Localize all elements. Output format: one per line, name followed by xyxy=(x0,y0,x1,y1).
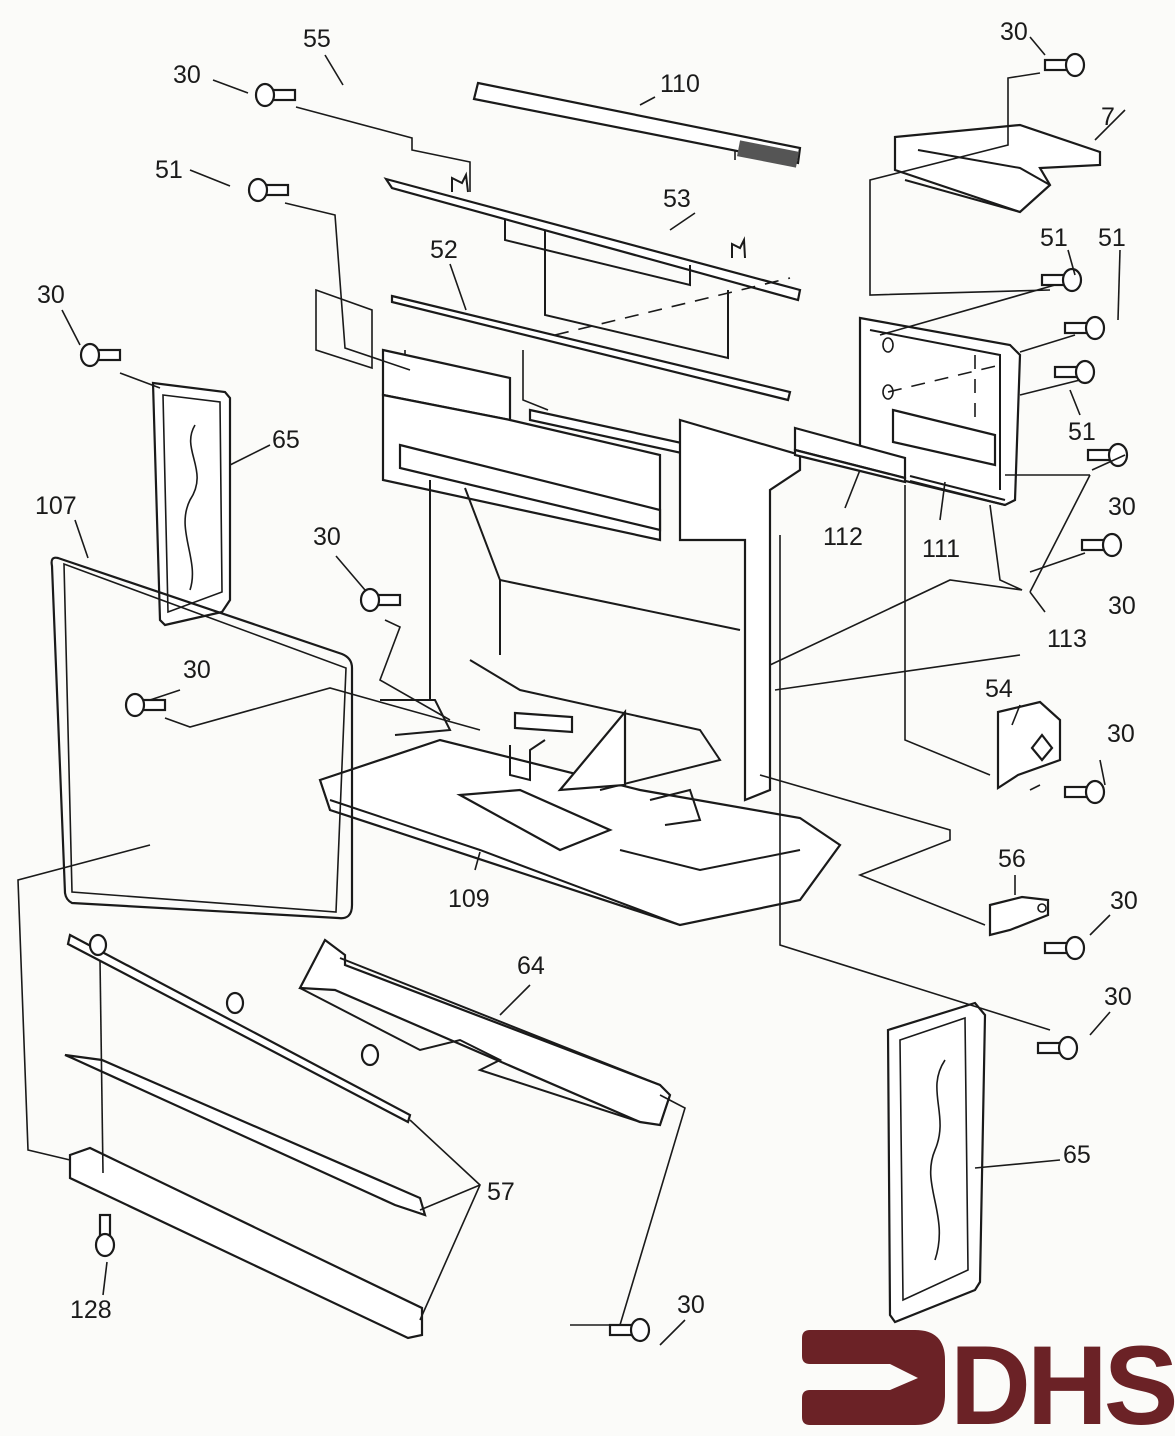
callout-label: 30 xyxy=(1108,592,1136,620)
callout-label: 51 xyxy=(155,156,183,184)
part-7-bracket xyxy=(893,123,1102,214)
callout-label: 30 xyxy=(1104,983,1132,1011)
part-107-gasket xyxy=(50,556,354,920)
part-65-left-frame xyxy=(151,381,232,627)
screw-icon xyxy=(1043,52,1086,78)
screw-icon xyxy=(1053,359,1096,385)
screw-icon xyxy=(1036,1035,1079,1061)
callout-label: 111 xyxy=(922,535,960,563)
part-111-strip xyxy=(909,475,1006,506)
callout-label: 30 xyxy=(1107,720,1135,748)
screw-icon xyxy=(247,177,290,203)
part-56-bracket xyxy=(988,895,1050,937)
callout-label: 51 xyxy=(1098,224,1126,252)
screw-icon xyxy=(1063,779,1106,805)
callout-label: 51 xyxy=(1040,224,1068,252)
callout-label: 55 xyxy=(303,25,331,53)
callout-label: 30 xyxy=(37,281,65,309)
part-112-bar xyxy=(793,426,907,484)
callout-label: 7 xyxy=(1101,103,1115,131)
leader-lines xyxy=(17,36,1126,1346)
part-57-rails xyxy=(64,933,427,1340)
callout-label: 30 xyxy=(1000,18,1028,46)
screw-icon xyxy=(254,82,297,108)
callout-label: 112 xyxy=(823,523,863,551)
callout-label: 51 xyxy=(1068,418,1096,446)
screw-icon xyxy=(359,587,402,613)
screw-icon xyxy=(1080,532,1123,558)
screw-icon xyxy=(94,1213,116,1258)
part-53-crossbar xyxy=(383,171,802,360)
screw-icon xyxy=(79,342,122,368)
logo-text: DHS xyxy=(950,1323,1175,1436)
callout-label: 30 xyxy=(313,523,341,551)
callout-label: 30 xyxy=(183,656,211,684)
callout-label: 109 xyxy=(448,885,490,913)
part-64-channel xyxy=(298,938,672,1127)
part-65-right-frame xyxy=(886,1001,987,1324)
callout-label: 30 xyxy=(677,1291,705,1319)
callout-label: 54 xyxy=(985,675,1013,703)
callout-label: 30 xyxy=(1108,493,1136,521)
dhs-logo: DHS xyxy=(802,1323,1175,1436)
callout-labels: 55 30 110 30 7 51 53 52 51 51 30 65 51 3… xyxy=(35,18,1138,1324)
screw-icon xyxy=(1063,315,1106,341)
arrow-right-icon xyxy=(802,1330,945,1425)
callout-label: 30 xyxy=(1110,887,1138,915)
callout-label: 110 xyxy=(660,70,700,98)
callout-label: 113 xyxy=(1047,625,1087,653)
callout-label: 52 xyxy=(430,236,458,264)
callout-label: 128 xyxy=(70,1296,112,1324)
callout-label: 57 xyxy=(487,1178,515,1206)
part-110-top-rail xyxy=(472,81,802,168)
part-54-bracket xyxy=(996,700,1062,791)
main-cabinet-frame xyxy=(318,348,842,927)
callout-label: 65 xyxy=(272,426,300,454)
callout-label: 107 xyxy=(35,492,77,520)
callout-label: 56 xyxy=(998,845,1026,873)
callout-label: 65 xyxy=(1063,1141,1091,1169)
callout-label: 53 xyxy=(663,185,691,213)
callout-label: 64 xyxy=(517,952,545,980)
screw-icon xyxy=(1043,935,1086,961)
screw-icon xyxy=(608,1317,651,1343)
callout-label: 30 xyxy=(173,61,201,89)
